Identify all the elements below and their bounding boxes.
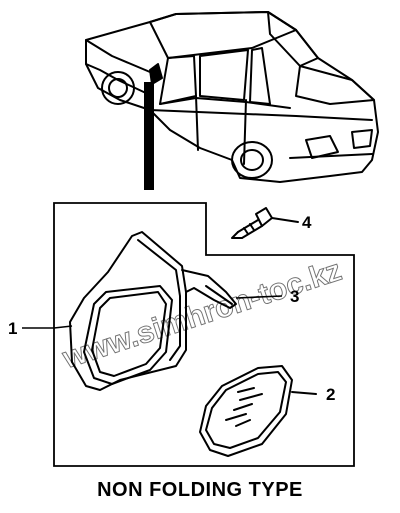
callout-3: 3: [290, 287, 299, 306]
bolt-part-4: [231, 207, 299, 239]
callout-4: 4: [302, 213, 312, 232]
mirror-location-pointer: [144, 82, 154, 190]
parts-box: [53, 202, 355, 467]
gasket-part-3: [235, 295, 283, 299]
callout-leaders: [22, 325, 73, 329]
callout-1: 1: [8, 319, 17, 338]
callout-2: 2: [326, 385, 335, 404]
car-illustration: [85, 11, 379, 183]
mirror-assembly-part-1: [69, 231, 237, 391]
watermark-text: www.simhron-toc.kz: [58, 254, 346, 375]
mirror-glass-part-2: [199, 365, 317, 457]
diagram-caption: NON FOLDING TYPE: [97, 479, 303, 501]
